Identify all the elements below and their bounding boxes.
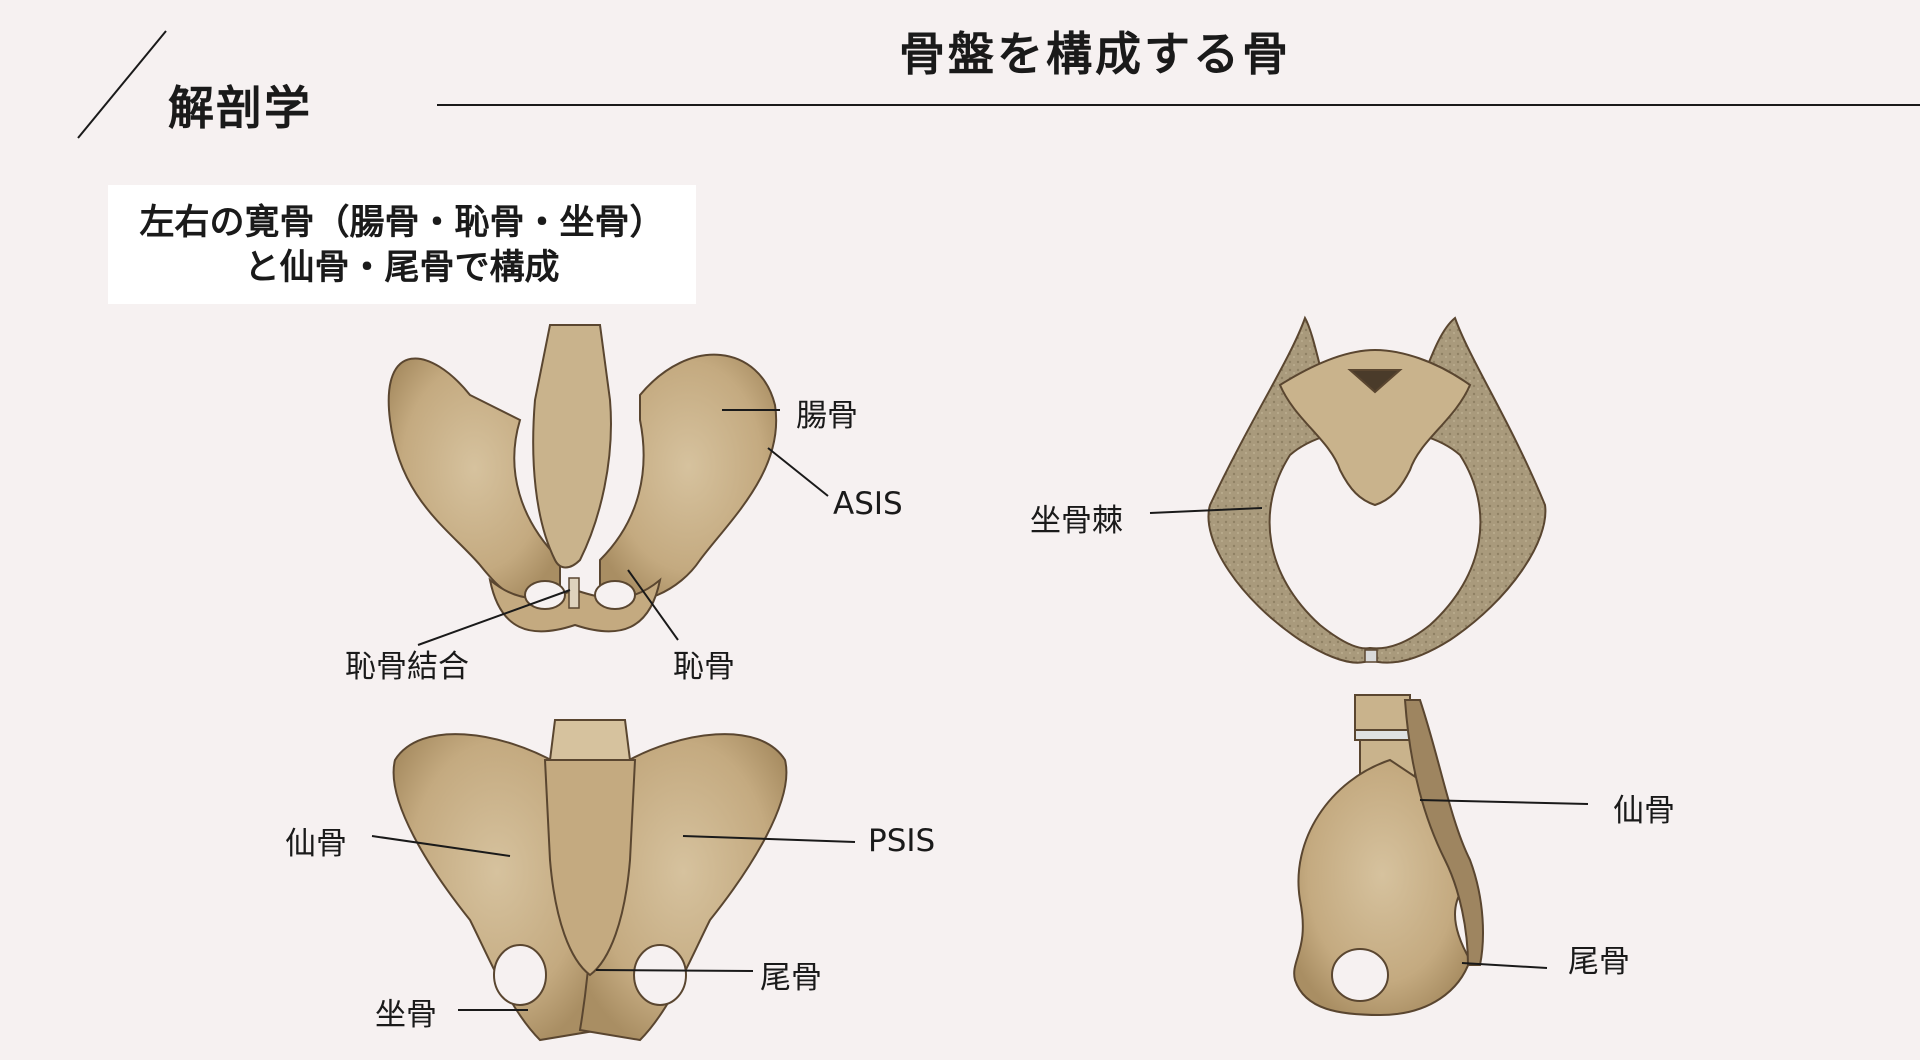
pelvis-posterior-view: [392, 719, 788, 1042]
anterior-sacrum: [532, 324, 612, 569]
label-pubic-symphysis: 恥骨結合: [345, 649, 469, 685]
pelvis-lateral-view: [1293, 694, 1484, 1017]
superior-sacrum: [1278, 348, 1472, 507]
posterior-sacrum: [543, 759, 637, 977]
label-sacrum-posterior: 仙骨: [285, 826, 347, 862]
leader-lines: [371, 409, 1589, 1011]
label-ischium: 坐骨: [375, 997, 437, 1033]
label-asis: ASIS: [833, 486, 903, 522]
posterior-lumbar-vertebra: [548, 719, 632, 761]
page-title: 骨盤を構成する骨: [899, 27, 1291, 81]
label-ischial-spine: 坐骨棘: [1030, 503, 1123, 539]
pelvis-anterior-view: [387, 324, 778, 633]
label-psis: PSIS: [868, 823, 936, 859]
superior-sacral-canal: [1347, 369, 1403, 394]
lateral-lumbar-vertebra: [1354, 694, 1411, 731]
anterior-left-ilium: [387, 357, 561, 604]
label-sacrum-lateral: 仙骨: [1613, 793, 1675, 829]
section-heading: 解剖学: [168, 81, 312, 135]
label-coccyx-lateral: 尾骨: [1568, 944, 1630, 980]
summary-note: 左右の寛骨（腸骨・恥骨・坐骨） と仙骨・尾骨で構成: [108, 185, 696, 304]
lateral-sacrum-coccyx: [1403, 699, 1484, 966]
label-coccyx-posterior: 尾骨: [760, 960, 822, 996]
header-slash: [77, 30, 167, 139]
pelvis-superior-view: [1207, 315, 1547, 664]
label-ilium: 腸骨: [796, 398, 858, 434]
summary-line-2: と仙骨・尾骨で構成: [244, 248, 560, 288]
anterior-right-ilium: [599, 353, 778, 604]
header-rule: [437, 104, 1920, 106]
summary-line-1: 左右の寛骨（腸骨・恥骨・坐骨）: [139, 203, 665, 243]
label-pubis: 恥骨: [673, 649, 735, 685]
